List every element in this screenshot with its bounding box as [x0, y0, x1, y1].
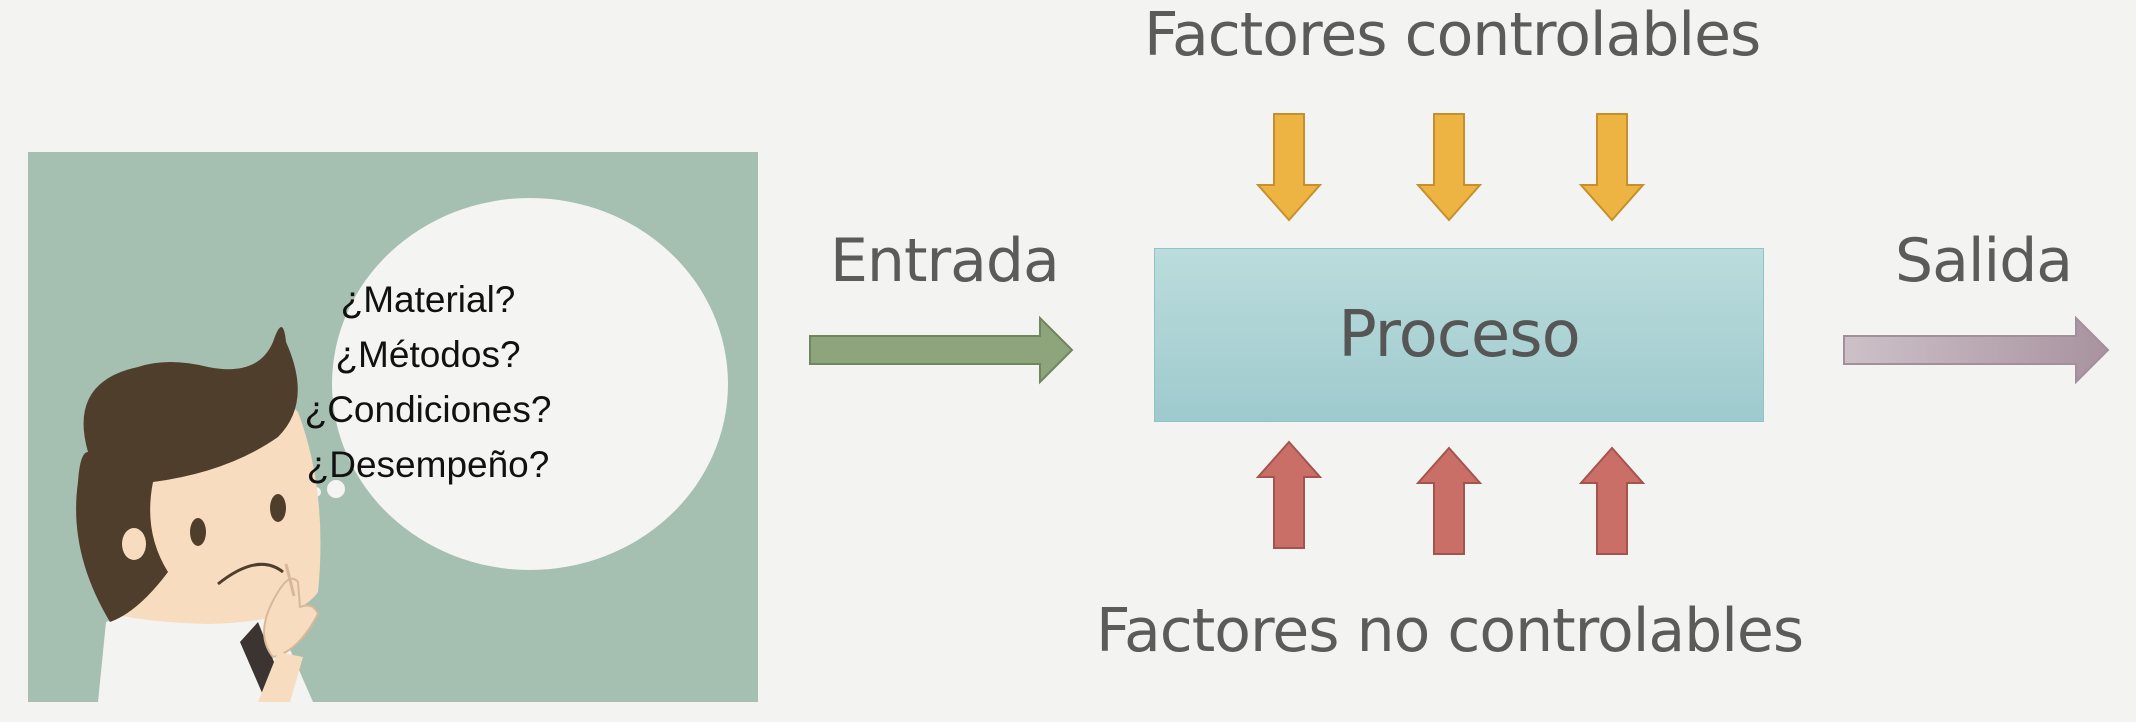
bubble-line-material: ¿Material? [340, 279, 516, 320]
thought-bubble [332, 198, 728, 570]
controllable-arrow-3 [1578, 113, 1646, 222]
hand [263, 577, 320, 659]
ear [122, 528, 146, 560]
bubble-line-performance: ¿Desempeño? [306, 444, 550, 485]
process-box: Proceso [1154, 248, 1764, 422]
thought-dot-large [327, 480, 345, 498]
bubble-line-conditions: ¿Condiciones? [304, 389, 552, 430]
thinking-man-icon [76, 198, 728, 702]
output-arrow [1843, 315, 2110, 385]
arm [258, 652, 303, 702]
output-label: Salida [1895, 226, 2073, 296]
process-label: Proceso [1338, 298, 1581, 372]
input-label: Entrada [830, 226, 1060, 296]
controllable-arrow-2 [1415, 113, 1483, 222]
left-eye [190, 518, 206, 546]
uncontrollable-factors-title: Factores no controlables [1096, 596, 1804, 666]
illustration-panel: ¿Material? ¿Métodos? ¿Condiciones? ¿Dese… [28, 152, 758, 702]
uncontrollable-arrows [1255, 440, 1646, 555]
thought-bubble-text: ¿Material? ¿Métodos? ¿Condiciones? ¿Dese… [278, 272, 578, 492]
uncontrollable-arrow-3 [1578, 446, 1646, 555]
mouth [217, 562, 284, 586]
right-eye [270, 494, 286, 522]
uncontrollable-arrow-1 [1255, 440, 1323, 549]
uncontrollable-arrow-2 [1415, 446, 1483, 555]
bubble-line-methods: ¿Métodos? [335, 334, 521, 375]
controllable-arrows [1255, 113, 1646, 222]
finger [284, 563, 296, 597]
controllable-factors-title: Factores controlables [1144, 0, 1761, 70]
controllable-arrow-1 [1255, 113, 1323, 222]
input-arrow [809, 315, 1074, 385]
